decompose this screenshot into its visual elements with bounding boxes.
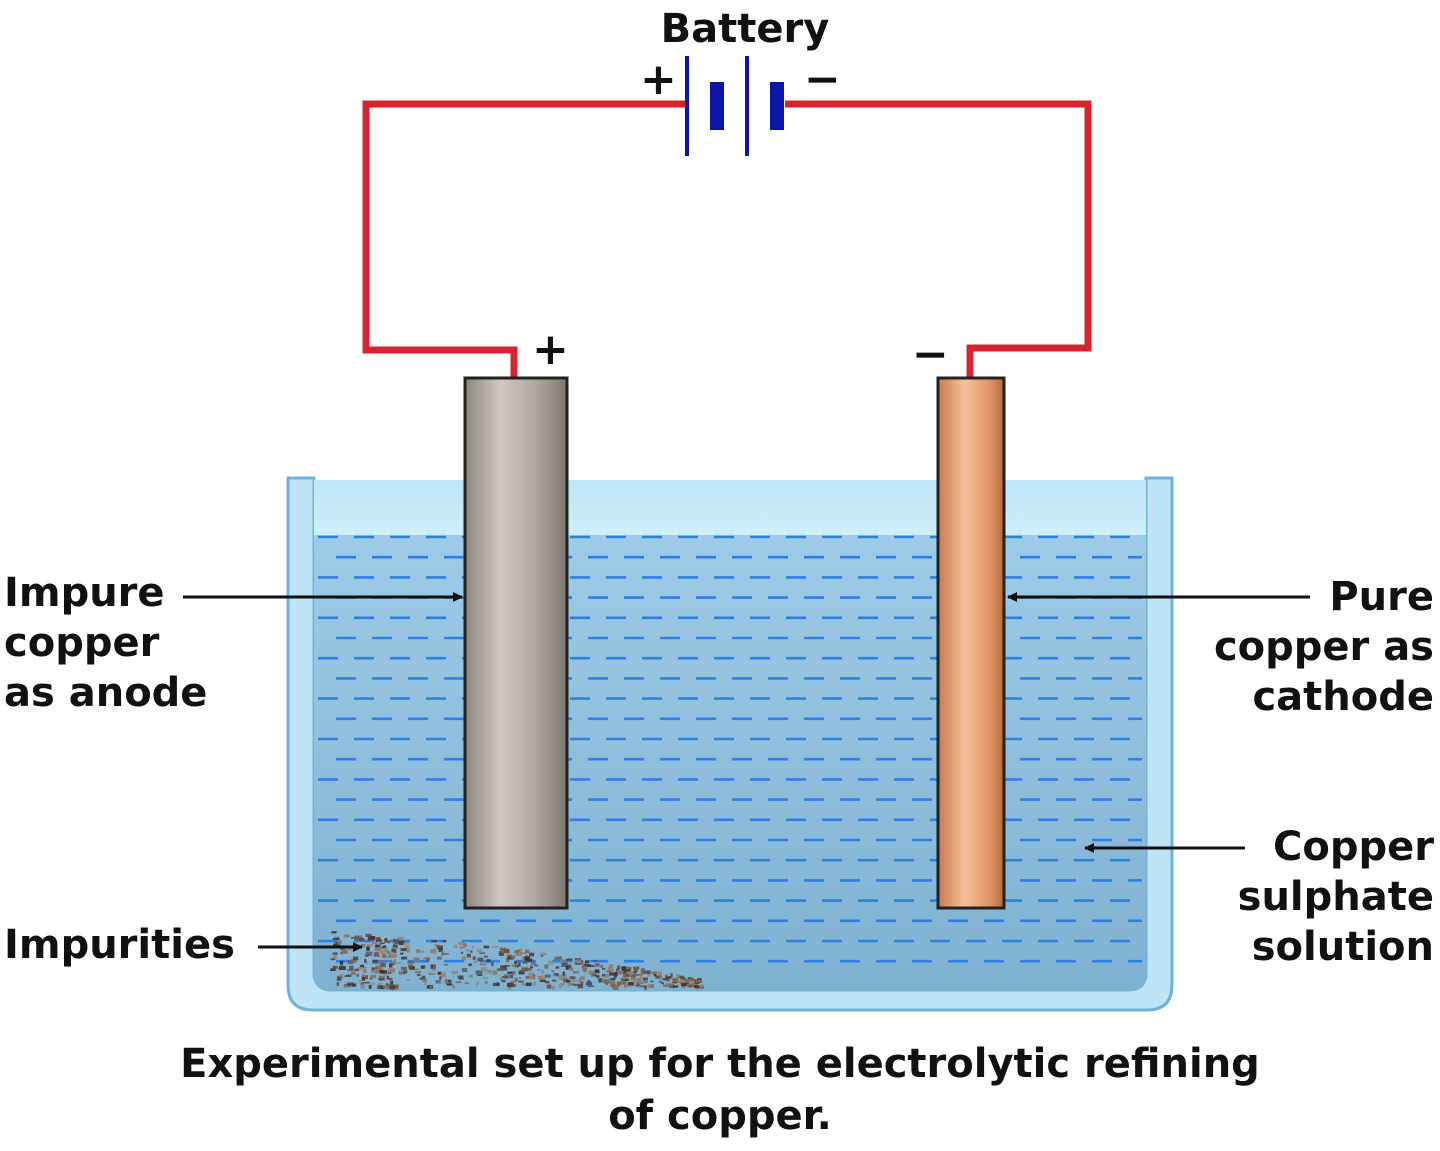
battery-plate-short-right (770, 82, 784, 130)
wire-right (785, 100, 1092, 378)
pointer-arrows (183, 592, 1310, 952)
anode-terminal-sign: + (532, 324, 569, 375)
cathode-label-line: Pure (1329, 574, 1434, 620)
anode-electrode (463, 376, 569, 910)
cathode-electrode (936, 376, 1006, 910)
battery-label: Battery (660, 6, 830, 52)
wire-left (362, 100, 685, 378)
anode-label-line: copper (4, 620, 160, 666)
solution-label-line: Copper (1273, 824, 1434, 870)
cathode-label-line: cathode (1252, 674, 1434, 720)
circuit-wire (362, 100, 1092, 378)
cathode-terminal-sign: − (912, 329, 949, 380)
caption-line: Experimental set up for the electrolytic… (180, 1041, 1260, 1087)
battery-plus-sign: + (640, 54, 677, 105)
caption-line: of copper. (608, 1093, 832, 1139)
battery-minus-sign: − (804, 54, 841, 105)
battery-plate-short-left (710, 82, 724, 130)
anode-label-line: Impure (4, 570, 165, 616)
solution-label-line: solution (1251, 924, 1434, 970)
tank-air-gap (314, 480, 1146, 535)
impurities-deposit (330, 931, 704, 991)
cathode-label-line: copper as (1213, 624, 1434, 670)
battery-symbol (685, 56, 784, 156)
impurities-label: Impurities (4, 922, 235, 968)
solution-label-line: sulphate (1237, 874, 1434, 920)
anode-label-line: as anode (4, 670, 208, 716)
tank (286, 476, 1174, 1012)
diagram-caption: Experimental set up for the electrolytic… (0, 1038, 1440, 1142)
